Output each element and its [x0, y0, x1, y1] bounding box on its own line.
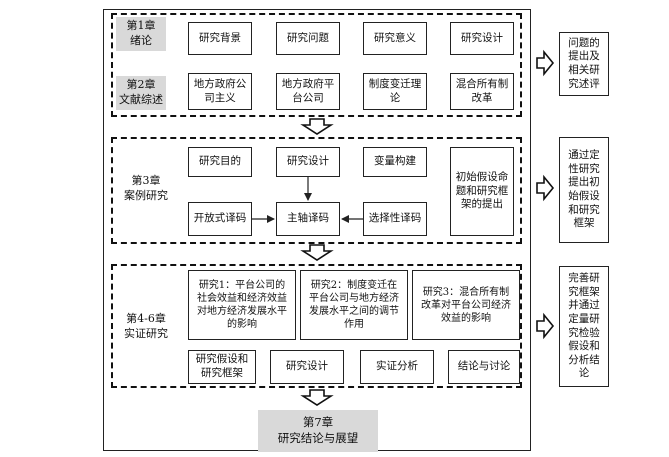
case-box-selective-coding: 选择性译码 — [363, 202, 427, 236]
side-note-3: 完善研 究框架 并通过 定量研 究检验 假设和 分析结 论 — [559, 266, 609, 387]
side-note-2: 通过定 性研究 提出初 始假设 和研究 框架 — [559, 137, 609, 243]
right-arrow-2 — [536, 174, 555, 202]
empirical-box-analysis: 实证分析 — [360, 350, 434, 384]
review-box-institutional: 制度变迁理 论 — [363, 73, 427, 110]
study-1-box: 研究1：平台公司的 社会效益和经济效益 对地方经济发展水平 的影响 — [188, 270, 296, 340]
group-empirical — [111, 264, 522, 388]
study-2-box: 研究2：制度变迁在 平台公司与地方经济 发展水平之间的调节 作用 — [300, 270, 408, 340]
empirical-box-conclusion: 结论与讨论 — [448, 350, 520, 384]
chapter-4-6-label: 第4-6章 实证研究 — [116, 308, 176, 346]
chapter-2-label: 第2章 文献综述 — [116, 76, 166, 110]
down-arrow-1 — [300, 118, 334, 135]
right-arrow-3 — [536, 312, 555, 340]
case-box-open-coding: 开放式译码 — [188, 202, 252, 236]
group-intro-review — [111, 13, 522, 117]
side-note-1: 问题的 提出及 相关研 究述评 — [559, 32, 609, 96]
case-box-variables: 变量构建 — [363, 147, 427, 177]
review-box-corporatism: 地方政府公 司主义 — [188, 73, 252, 110]
case-box-axial-coding: 主轴译码 — [276, 202, 340, 236]
down-arrow-3 — [300, 389, 334, 406]
case-box-design: 研究设计 — [276, 147, 340, 177]
case-box-purpose: 研究目的 — [188, 147, 252, 177]
intro-box-design: 研究设计 — [450, 22, 514, 55]
study-3-box: 研究3：混合所有制 改革对平台公司经济 效益的影响 — [412, 270, 520, 340]
intro-box-question: 研究问题 — [276, 22, 340, 55]
intro-box-significance: 研究意义 — [363, 22, 427, 55]
case-box-hypothesis: 初始假设命 题和研究框 架的提出 — [450, 147, 514, 236]
review-box-mixed-ownership: 混合所有制 改革 — [450, 73, 514, 110]
empirical-box-framework: 研究假设和 研究框架 — [188, 350, 256, 384]
review-box-platform: 地方政府平 台公司 — [276, 73, 340, 110]
intro-box-background: 研究背景 — [188, 22, 252, 55]
empirical-box-design: 研究设计 — [270, 350, 344, 384]
chapter-1-label: 第1章 绪论 — [116, 17, 166, 51]
down-arrow-2 — [300, 244, 334, 261]
group-case-study — [111, 137, 522, 244]
chapter-7-label: 第7章 研究结论与展望 — [258, 410, 378, 452]
chapter-3-label: 第3章 案例研究 — [118, 170, 174, 208]
right-arrow-1 — [536, 49, 555, 77]
